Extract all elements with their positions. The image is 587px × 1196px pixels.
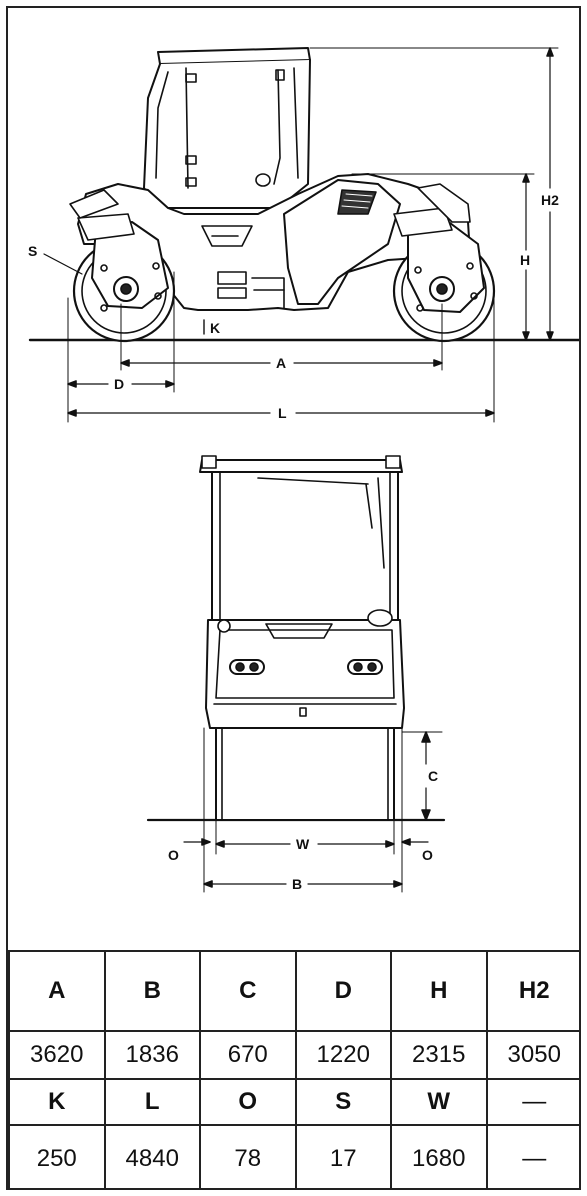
label-a: A bbox=[276, 355, 286, 371]
cab-body bbox=[143, 59, 311, 209]
table-value-row: 3620 1836 670 1220 2315 3050 bbox=[8, 1030, 579, 1080]
table-header-cell: A bbox=[8, 950, 106, 1032]
table-value-cell: 17 bbox=[294, 1124, 392, 1188]
label-s: S bbox=[28, 243, 37, 259]
label-d: D bbox=[114, 376, 124, 392]
table-value-cell: 3620 bbox=[8, 1030, 106, 1080]
table-header-cell: D bbox=[294, 950, 392, 1032]
front-roof bbox=[199, 459, 403, 473]
table-header-cell: H2 bbox=[485, 950, 579, 1032]
table-header-cell: W bbox=[390, 1078, 488, 1126]
table-value-cell: 1836 bbox=[103, 1030, 201, 1080]
table-header-row: A B C D H H2 bbox=[8, 950, 579, 1032]
table-header-cell: S bbox=[294, 1078, 392, 1126]
spec-sheet: S K A D L H H2 C W O O B A B C D H H2 36… bbox=[6, 6, 581, 1190]
table-header-cell: O bbox=[199, 1078, 297, 1126]
table-value-cell: 1680 bbox=[390, 1124, 488, 1188]
label-w: W bbox=[296, 836, 310, 852]
table-header-cell: H bbox=[390, 950, 488, 1032]
label-b: B bbox=[292, 876, 302, 892]
label-h2: H2 bbox=[541, 192, 559, 208]
dimension-drawing: S K A D L H H2 C W O O B bbox=[8, 8, 579, 948]
table-value-cell: — bbox=[485, 1124, 579, 1188]
table-value-row: 250 4840 78 17 1680 — bbox=[8, 1124, 579, 1188]
front-drum bbox=[215, 727, 395, 821]
table-header-cell: K bbox=[8, 1078, 106, 1126]
dimension-table: A B C D H H2 3620 1836 670 1220 2315 305… bbox=[8, 950, 579, 1188]
label-k: K bbox=[210, 320, 220, 336]
table-header-cell: — bbox=[485, 1078, 579, 1126]
roller-diagram-svg: S K A D L H H2 C W O O B bbox=[28, 47, 579, 893]
label-o-left: O bbox=[168, 847, 179, 863]
label-h: H bbox=[520, 252, 530, 268]
table-header-cell: C bbox=[199, 950, 297, 1032]
table-value-cell: 1220 bbox=[294, 1030, 392, 1080]
label-c: C bbox=[428, 768, 438, 784]
table-value-cell: 2315 bbox=[390, 1030, 488, 1080]
table-value-cell: 78 bbox=[199, 1124, 297, 1188]
table-header-row: K L O S W — bbox=[8, 1078, 579, 1126]
label-o-right: O bbox=[422, 847, 433, 863]
table-value-cell: 4840 bbox=[103, 1124, 201, 1188]
table-header-cell: L bbox=[103, 1078, 201, 1126]
table-header-cell: B bbox=[103, 950, 201, 1032]
table-value-cell: 3050 bbox=[485, 1030, 579, 1080]
table-value-cell: 670 bbox=[199, 1030, 297, 1080]
table-value-cell: 250 bbox=[8, 1124, 106, 1188]
label-l: L bbox=[278, 405, 287, 421]
